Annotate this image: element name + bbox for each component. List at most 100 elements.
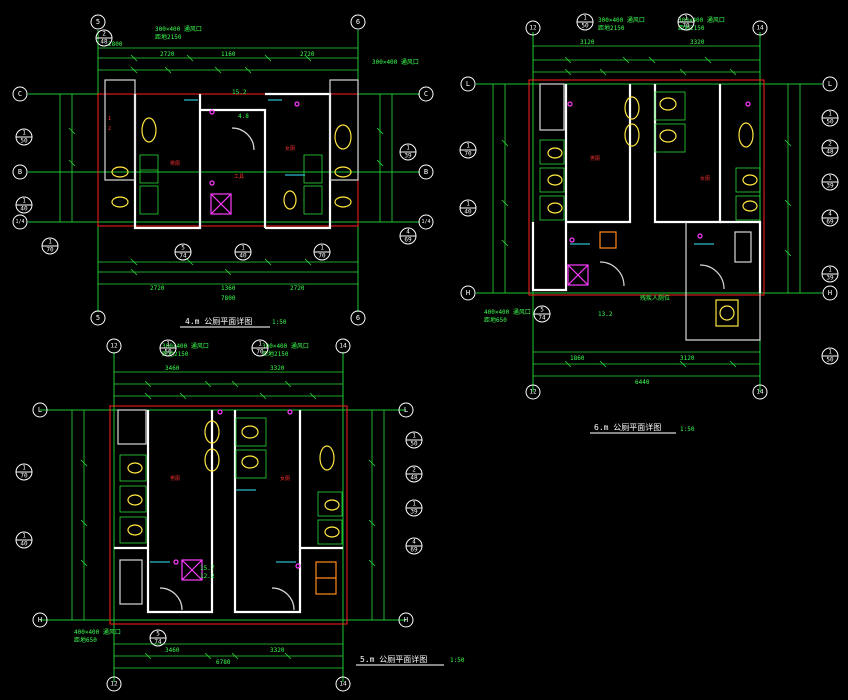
plan-c-axis-right-L: L	[398, 402, 414, 418]
svg-text:39: 39	[826, 275, 834, 282]
plan-c-axis-bot-12: 12	[106, 676, 122, 692]
plan-c-callout-2: 1 70	[15, 463, 33, 481]
plan-c-scale: 1:50	[450, 657, 465, 664]
plan-a: 1 2 男厕 女厕 工具 300×400 通风口 距地2150 4.8 15.2…	[12, 14, 434, 328]
plan-a-title: 4.m 公厕平面详图	[185, 316, 252, 326]
plan-b-callout-8: 1 39	[821, 265, 839, 283]
plan-c-level-1: 15.7	[200, 565, 215, 572]
plan-b-vent-height-low: 距地650	[484, 316, 507, 324]
plan-b-callout-3: 5 74	[533, 305, 551, 323]
svg-text:5: 5	[96, 18, 100, 26]
svg-text:1: 1	[406, 145, 410, 152]
plan-a-vent-height: 距地2150	[155, 33, 182, 41]
svg-text:B: B	[18, 168, 22, 176]
svg-text:50: 50	[581, 23, 589, 30]
plan-b-accessible: 残疾人厕位	[640, 294, 670, 302]
svg-text:1: 1	[412, 433, 416, 440]
plan-b-vent-height: 距地2150	[598, 24, 625, 32]
plan-c-vent-note: 300×400 通风口	[162, 342, 209, 350]
plan-b-level: 13.2	[598, 311, 613, 318]
svg-text:50: 50	[410, 441, 418, 448]
plan-c-vent-note-low: 400×400 通风口	[74, 628, 121, 636]
svg-text:女厕: 女厕	[280, 475, 290, 482]
plan-c-axis-left-L: L	[32, 402, 48, 418]
plan-b-axis-right-H: H	[822, 285, 838, 301]
svg-text:12: 12	[529, 389, 537, 396]
plan-a-dim-bot-0: 2720	[150, 285, 165, 292]
svg-text:40: 40	[20, 206, 28, 213]
svg-text:69: 69	[404, 237, 412, 244]
plan-c-vent-height-low: 距地650	[74, 636, 97, 644]
plan-a-level-2: 15.2	[232, 89, 247, 96]
plan-c-dim-top-0: 3460	[165, 365, 180, 372]
plan-b-axis-left-L: L	[460, 76, 476, 92]
plan-c-vent-note-2: 300×400 通风口	[262, 342, 309, 350]
svg-text:70: 70	[20, 473, 28, 480]
svg-text:70: 70	[682, 23, 690, 30]
svg-text:6: 6	[356, 314, 360, 322]
svg-text:12: 12	[110, 343, 118, 350]
svg-text:48: 48	[826, 149, 834, 156]
plan-b: 男厕 女厕 300×400 通风口 距地2150 300×400 通风口 距地2…	[459, 13, 839, 434]
plan-a-axis-bot-6: 6	[350, 310, 366, 326]
svg-text:70: 70	[46, 247, 54, 254]
plan-b-axis-bot-14: 14	[752, 384, 768, 400]
svg-text:1: 1	[466, 143, 470, 150]
svg-text:70: 70	[464, 151, 472, 158]
svg-text:L: L	[828, 80, 832, 88]
plan-a-axis-right-14: 1/4	[418, 214, 434, 230]
svg-text:70: 70	[318, 253, 326, 260]
svg-text:1: 1	[241, 245, 245, 252]
svg-text:48: 48	[100, 39, 108, 46]
svg-text:1/4: 1/4	[421, 219, 430, 225]
svg-text:5: 5	[181, 245, 185, 252]
svg-text:2: 2	[828, 141, 832, 148]
plan-b-dim-top-0: 3120	[580, 39, 595, 46]
svg-text:工具: 工具	[234, 174, 244, 180]
svg-text:74: 74	[154, 639, 162, 646]
plan-a-callout-3: 1 70	[41, 237, 59, 255]
plan-b-callout-0: 1 50	[576, 13, 594, 31]
svg-text:男厕: 男厕	[170, 161, 180, 167]
plan-b-axis-right-L: L	[822, 76, 838, 92]
svg-text:女厕: 女厕	[285, 145, 295, 152]
svg-text:69: 69	[826, 219, 834, 226]
plan-c-dim-bot-1: 3320	[270, 647, 285, 654]
svg-text:74: 74	[179, 253, 187, 260]
plan-b-title: 6.m 公厕平面详图	[594, 422, 661, 432]
svg-text:1: 1	[828, 349, 832, 356]
svg-text:40: 40	[464, 209, 472, 216]
svg-text:12: 12	[529, 25, 537, 32]
plan-b-callout-2: 1 40	[459, 199, 477, 217]
svg-text:1: 1	[828, 175, 832, 182]
plan-c-axis-top-14: 14	[335, 338, 351, 354]
svg-text:50: 50	[826, 357, 834, 364]
plan-b-dim-bot-1: 3120	[680, 355, 695, 362]
plan-a-callout-1: 2 48	[95, 29, 113, 47]
plan-a-dim-top-0: 2800	[108, 41, 123, 48]
plan-c-axis-top-12: 12	[106, 338, 122, 354]
plan-a-scale: 1:50	[272, 319, 287, 326]
plan-c-callout-8: 4 69	[405, 537, 423, 555]
plan-a-axis-top-5: 5	[90, 14, 106, 30]
plan-a-callout-7: 4 69	[399, 227, 417, 245]
plan-a-callout-0: 1 50	[15, 128, 33, 146]
svg-text:5: 5	[540, 307, 544, 314]
svg-text:14: 14	[339, 343, 347, 350]
svg-text:1: 1	[108, 116, 111, 122]
svg-text:1/4: 1/4	[15, 219, 24, 225]
svg-text:C: C	[424, 90, 428, 98]
svg-text:H: H	[828, 289, 832, 297]
plan-a-level-1: 4.8	[238, 113, 249, 120]
svg-text:4: 4	[412, 539, 416, 546]
svg-text:5: 5	[156, 631, 160, 638]
svg-text:14: 14	[339, 681, 347, 688]
plan-c-callout-4: 5 74	[149, 629, 167, 647]
plan-c-vent-height: 距地2150	[162, 350, 189, 358]
svg-text:4: 4	[828, 211, 832, 218]
plan-b-callout-5: 2 48	[821, 139, 839, 157]
plan-a-dim-bot-2: 2720	[290, 285, 305, 292]
svg-text:2: 2	[412, 467, 416, 474]
plan-b-vent-note-2: 300×400 通风口	[678, 16, 725, 24]
svg-text:1: 1	[22, 198, 26, 205]
